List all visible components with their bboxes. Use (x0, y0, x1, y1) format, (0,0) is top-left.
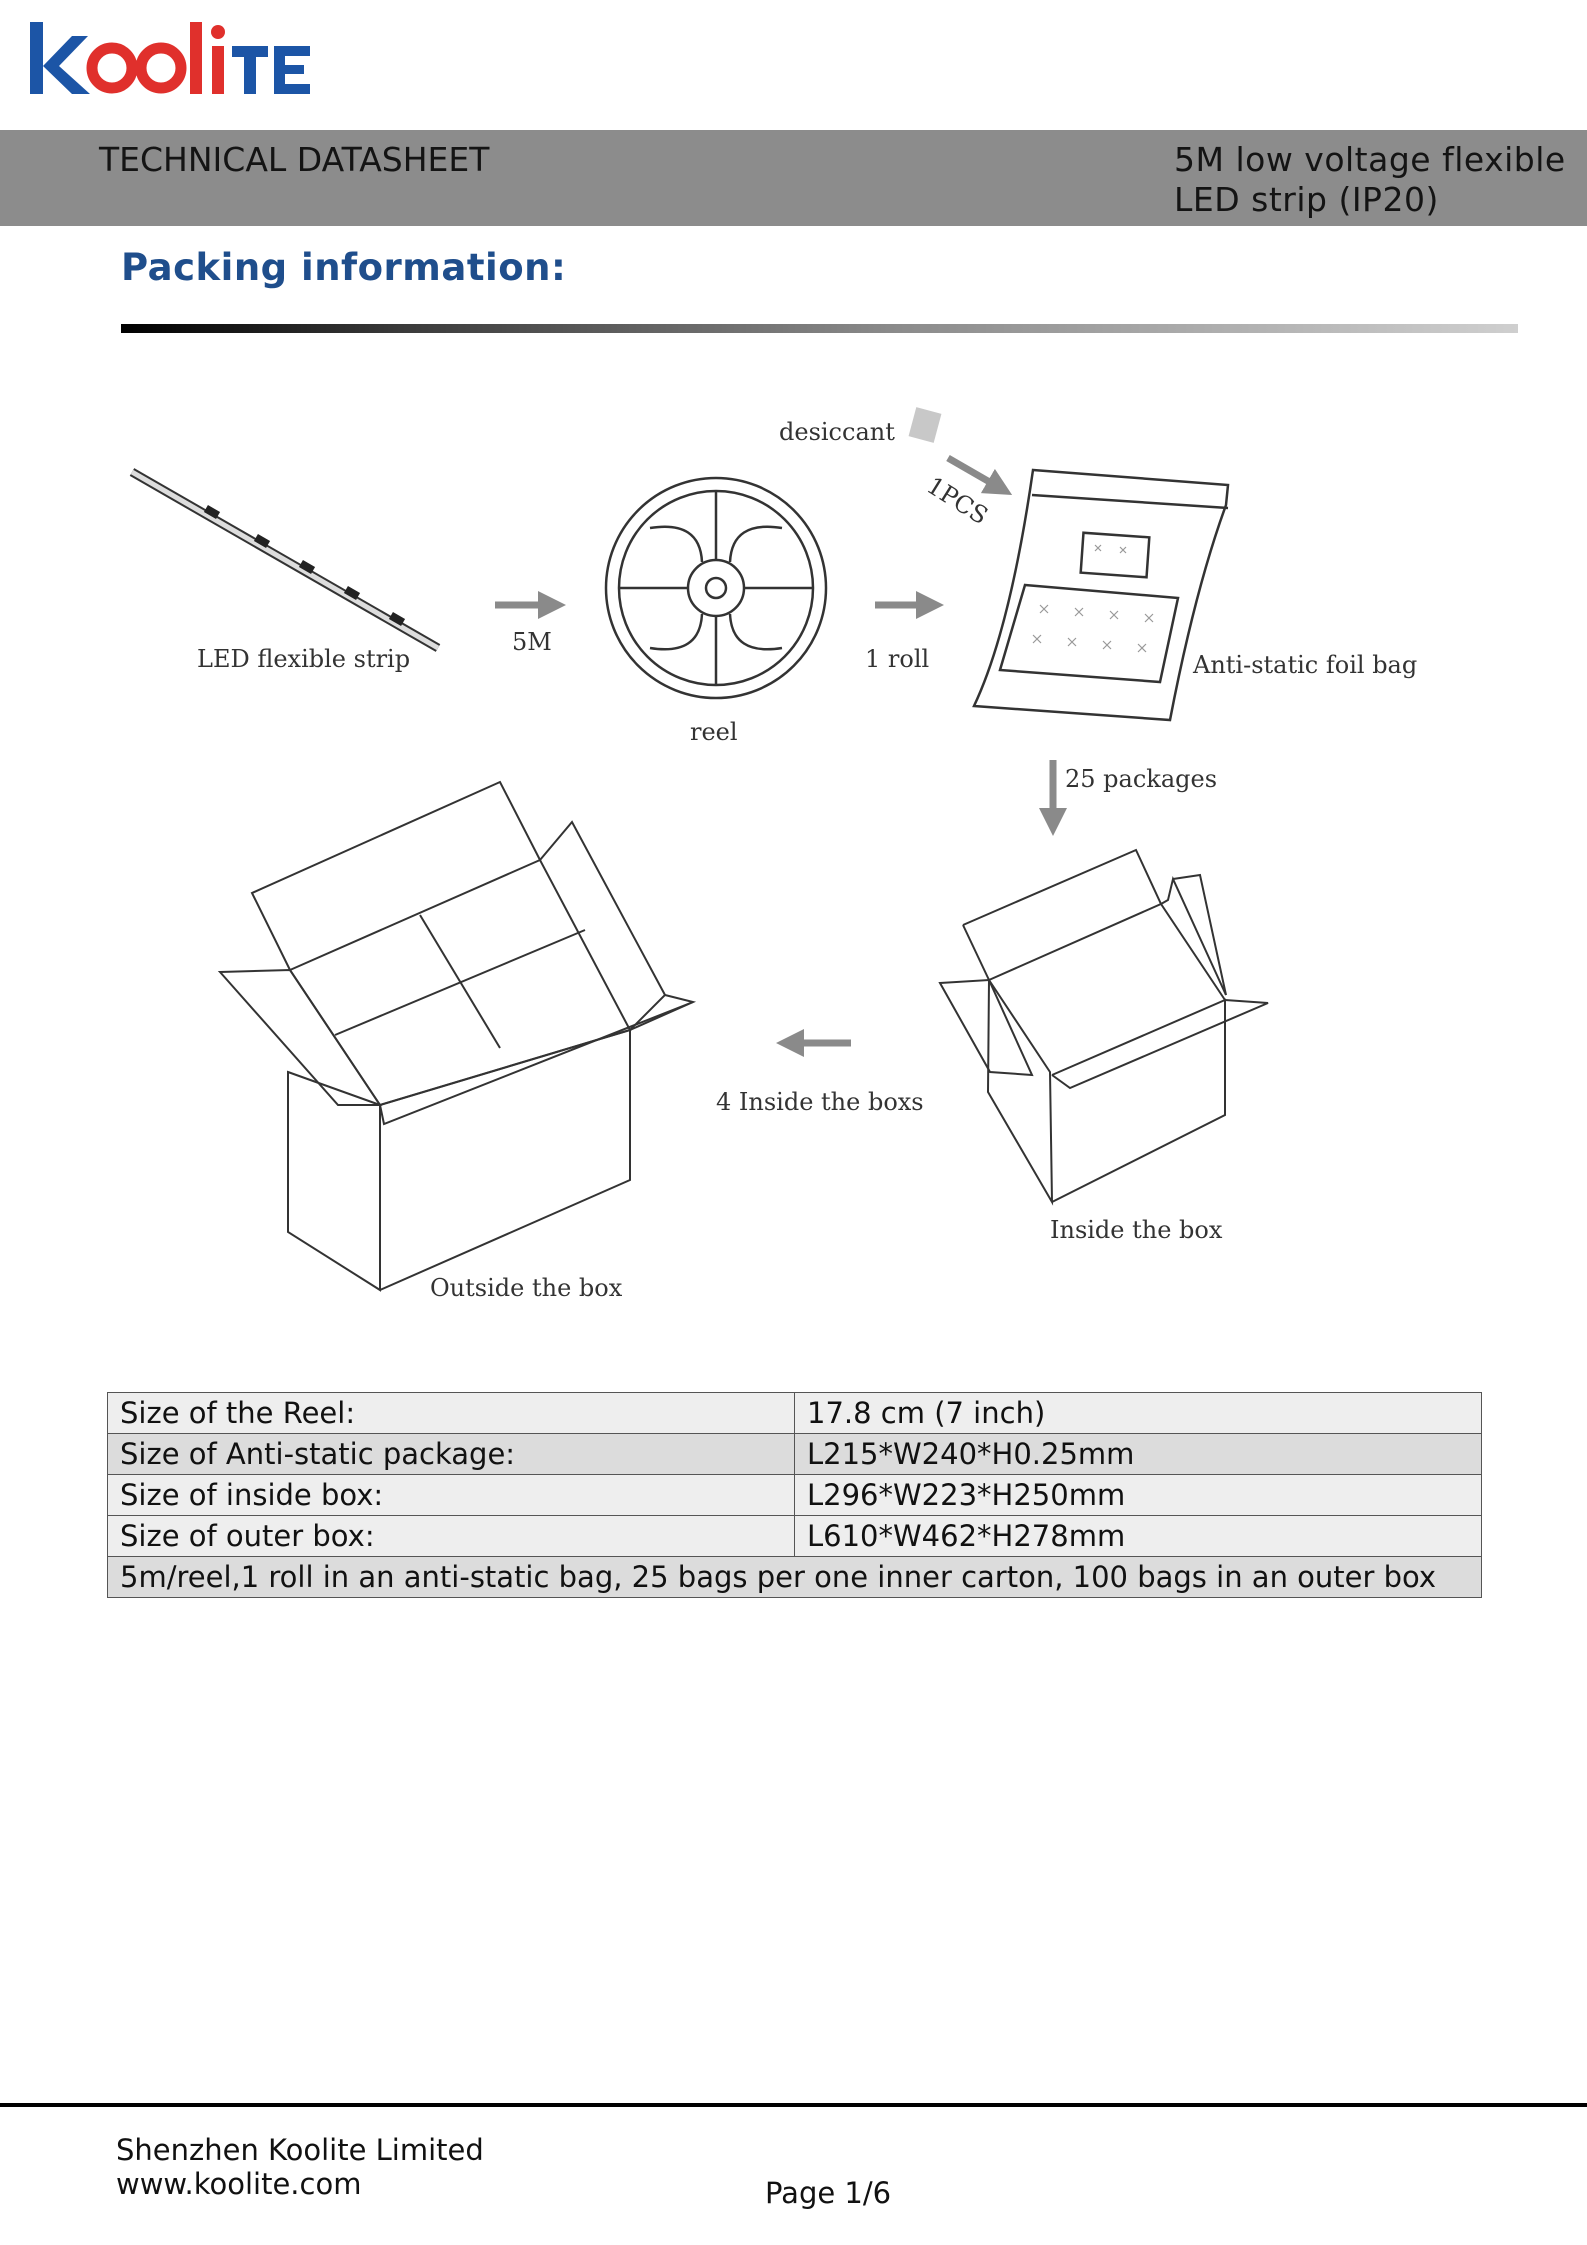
arrow2-label: 1 roll (865, 645, 929, 673)
anti-static-bag-illustration (972, 468, 1230, 722)
company-name: Shenzhen Koolite Limited (116, 2133, 484, 2167)
desiccant-label: desiccant (779, 418, 895, 446)
down-arrow-label: 25 packages (1065, 765, 1217, 793)
product-title-line1: 5M low voltage flexible (1174, 140, 1566, 179)
document-type: TECHNICAL DATASHEET (99, 140, 490, 179)
table-note: 5m/reel,1 roll in an anti-static bag, 25… (107, 1556, 1482, 1598)
product-title-line2: LED strip (IP20) (1174, 180, 1439, 219)
left-arrow-label: 4 Inside the boxs (716, 1088, 924, 1116)
footer-divider (0, 2103, 1587, 2107)
arrow1-label: 5M (512, 628, 552, 656)
page-number: Page 1/6 (765, 2176, 892, 2210)
footer-company: Shenzhen Koolite Limited www.koolite.com (116, 2133, 484, 2201)
table-row: Size of the Reel: 17.8 cm (7 inch) (107, 1392, 1482, 1434)
row-value: L610*W462*H278mm (794, 1515, 1482, 1557)
section-divider (121, 324, 1518, 333)
product-title: 5M low voltage flexible LED strip (IP20) (1174, 140, 1566, 220)
koolite-logo (30, 22, 310, 94)
arrow-diagonal-icon (946, 454, 1013, 495)
row-label: Size of inside box: (107, 1474, 795, 1516)
row-value: L215*W240*H0.25mm (794, 1433, 1482, 1475)
table-row: Size of outer box: L610*W462*H278mm (107, 1515, 1482, 1557)
row-label: Size of the Reel: (107, 1392, 795, 1434)
bag-label: Anti-static foil bag (1192, 651, 1417, 679)
led-strip-illustration (129, 468, 441, 652)
inner-box-illustration (938, 848, 1269, 1206)
reel-illustration (604, 476, 828, 700)
row-label: Size of Anti-static package: (107, 1433, 795, 1475)
outer-box-label: Outside the box (430, 1274, 623, 1302)
company-website[interactable]: www.koolite.com (116, 2167, 362, 2201)
packing-diagram: LED flexible strip 5M reel 1 roll desicc… (129, 407, 1417, 1302)
section-title: Packing information: (121, 246, 567, 289)
row-label: Size of outer box: (107, 1515, 795, 1557)
row-value: 17.8 cm (7 inch) (794, 1392, 1482, 1434)
row-value: L296*W223*H250mm (794, 1474, 1482, 1516)
reel-label: reel (690, 718, 738, 746)
table-row: Size of inside box: L296*W223*H250mm (107, 1474, 1482, 1516)
packing-spec-table: Size of the Reel: 17.8 cm (7 inch) Size … (107, 1392, 1482, 1598)
outer-box-illustration (217, 780, 697, 1292)
header-band (0, 130, 1587, 226)
led-strip-label: LED flexible strip (197, 645, 410, 673)
inner-box-label: Inside the box (1050, 1216, 1223, 1244)
desiccant-icon (908, 407, 942, 443)
table-note-row: 5m/reel,1 roll in an anti-static bag, 25… (107, 1556, 1482, 1598)
table-row: Size of Anti-static package: L215*W240*H… (107, 1433, 1482, 1475)
